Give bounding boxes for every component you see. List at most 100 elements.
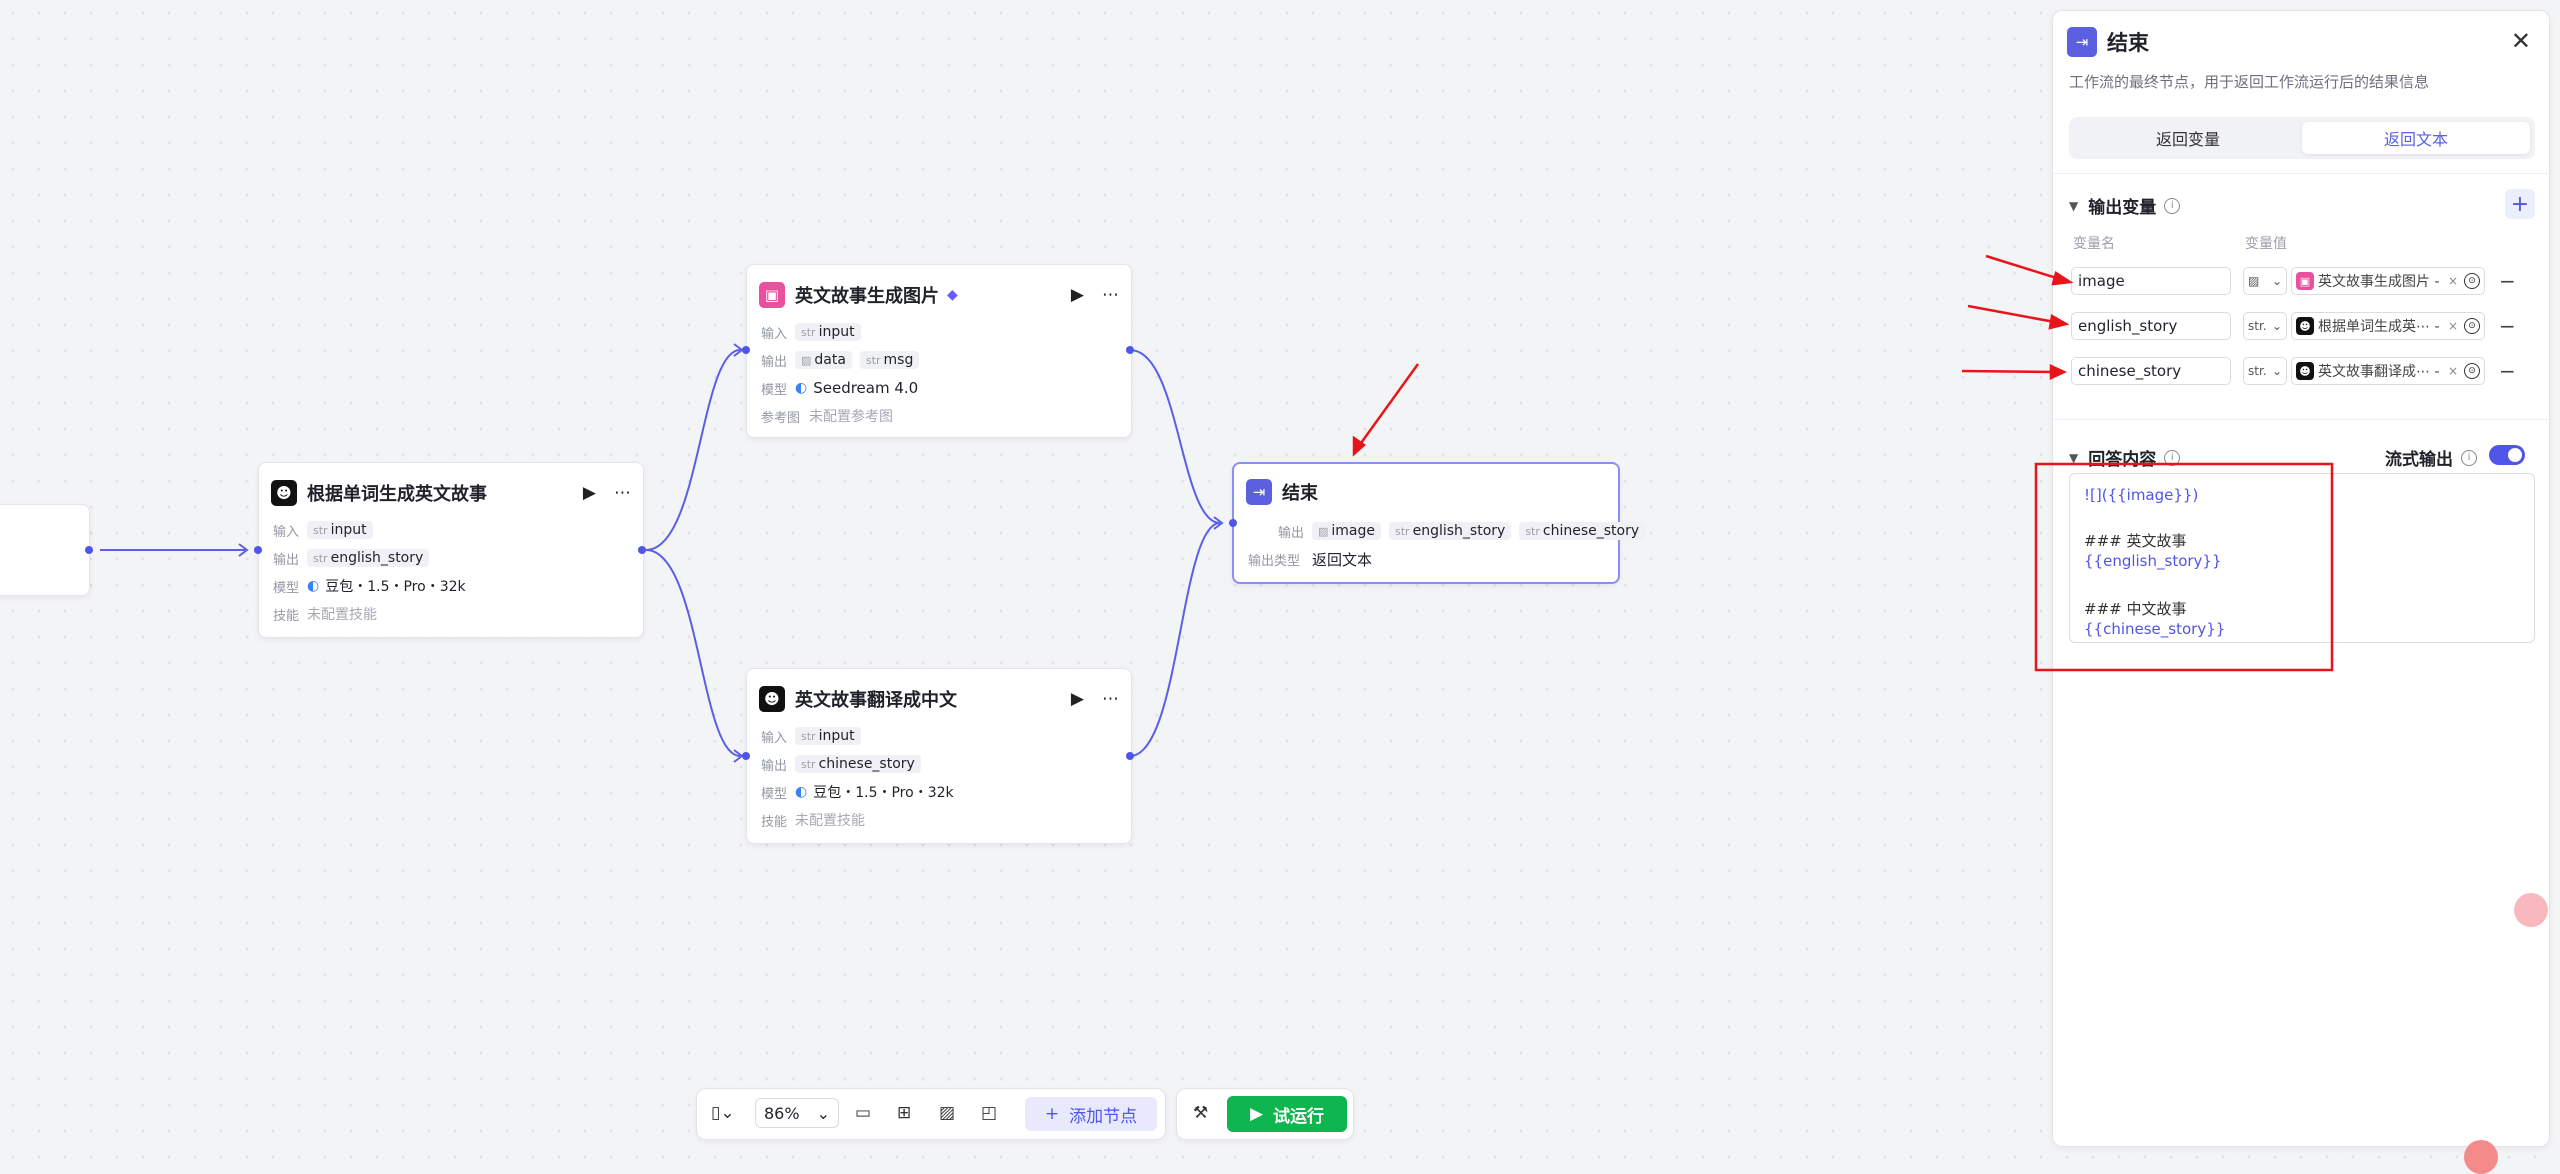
node-translate-in-port[interactable] xyxy=(742,752,750,760)
clear-icon[interactable]: × xyxy=(2447,364,2458,378)
model-name: Seedream 4.0 xyxy=(813,379,919,397)
debug-tools-icon[interactable]: ⚒ xyxy=(1193,1103,1209,1123)
canvas-toolbar: ▯⌄ 86%⌄ ▭ ⊞ ▨ ◰ +添加节点 xyxy=(696,1088,1166,1140)
skill-label: 技能 xyxy=(761,814,788,830)
plus-icon: + xyxy=(1044,1104,1060,1124)
divider xyxy=(2053,419,2549,420)
image-type-icon: ▨ xyxy=(1318,525,1329,538)
chevron-down-icon: ⌄ xyxy=(2271,274,2282,288)
chevron-down-icon: ▼ xyxy=(2069,450,2079,465)
premium-gem-icon: ◆ xyxy=(947,287,958,303)
stream-output-toggle[interactable] xyxy=(2489,445,2525,465)
clear-icon[interactable]: × xyxy=(2447,319,2458,333)
return-mode-tabs: 返回变量 返回文本 xyxy=(2069,117,2535,159)
node-generate-story-in-port[interactable] xyxy=(254,546,262,554)
seedream-icon: ◐ xyxy=(795,380,808,396)
var-ref-select[interactable]: ☻ 英文故事翻译成⋯ - × ⊙ xyxy=(2291,357,2485,385)
var-type-select[interactable]: str.⌄ xyxy=(2243,312,2287,340)
var-name-input[interactable]: chinese_story xyxy=(2071,357,2231,385)
bot-icon: ☻ xyxy=(2296,317,2314,335)
tab-return-text[interactable]: 返回文本 xyxy=(2302,122,2530,154)
start-node-partial[interactable] xyxy=(0,504,90,596)
more-icon[interactable]: ⋯ xyxy=(1102,285,1119,305)
output-vars-header[interactable]: ▼ 输出变量 i xyxy=(2069,193,2181,218)
node-generate-image-out-port[interactable] xyxy=(1126,346,1134,354)
run-node-icon[interactable]: ▶ xyxy=(1070,689,1084,709)
add-node-button[interactable]: +添加节点 xyxy=(1025,1097,1157,1131)
info-icon: i xyxy=(2164,197,2181,214)
input-label: 输入 xyxy=(761,730,788,746)
var-ref-select[interactable]: ☻ 根据单词生成英⋯ - × ⊙ xyxy=(2291,312,2485,340)
model-label: 模型 xyxy=(761,786,788,802)
layout-icon[interactable]: ⊞ xyxy=(897,1103,912,1123)
answer-editor[interactable]: ![]({{image}}) ### 英文故事 {{english_story}… xyxy=(2069,473,2535,643)
node-generate-image-in-port[interactable] xyxy=(742,346,750,354)
run-node-icon[interactable]: ▶ xyxy=(1070,285,1084,305)
test-run-button[interactable]: ▶试运行 xyxy=(1227,1096,1347,1132)
mascot-avatar[interactable] xyxy=(2464,1140,2498,1174)
mouse-mode-icon[interactable]: ▯⌄ xyxy=(711,1103,735,1123)
variable-picker-icon[interactable]: ⊙ xyxy=(2464,363,2480,379)
more-icon[interactable]: ⋯ xyxy=(1102,689,1119,709)
skill-value: 未配置技能 xyxy=(307,607,377,623)
end-icon: ⇥ xyxy=(2067,27,2097,57)
node-title: 英文故事生成图片 xyxy=(795,286,939,307)
variable-picker-icon[interactable]: ⊙ xyxy=(2464,273,2480,289)
run-node-icon[interactable]: ▶ xyxy=(582,483,596,503)
output-type-label: 输出类型 xyxy=(1248,553,1301,569)
start-node-port[interactable] xyxy=(85,546,93,554)
remove-variable-button[interactable]: − xyxy=(2499,269,2516,293)
node-translate-out-port[interactable] xyxy=(1126,752,1134,760)
fit-view-icon[interactable]: ◰ xyxy=(981,1103,998,1123)
stream-output-label: 流式输出 i xyxy=(2385,445,2477,470)
remove-variable-button[interactable]: − xyxy=(2499,359,2516,383)
zoom-select[interactable]: 86%⌄ xyxy=(755,1098,839,1128)
output-tag-data: ▨data xyxy=(795,351,852,369)
more-icon[interactable]: ⋯ xyxy=(614,483,631,503)
close-icon[interactable]: ✕ xyxy=(2510,27,2531,55)
add-variable-button[interactable]: + xyxy=(2505,189,2535,219)
clear-icon[interactable]: × xyxy=(2447,274,2458,288)
skill-value: 未配置技能 xyxy=(795,813,865,829)
col-var-name: 变量名 xyxy=(2073,236,2115,252)
end-node-panel: ⇥ 结束 ✕ 工作流的最终节点，用于返回工作流运行后的结果信息 返回变量 返回文… xyxy=(2052,10,2550,1147)
editor-line: ### 英文故事 xyxy=(2084,532,2187,550)
output-label: 输出 xyxy=(761,354,788,370)
var-type-select[interactable]: str.⌄ xyxy=(2243,357,2287,385)
tab-return-variables[interactable]: 返回变量 xyxy=(2155,130,2220,149)
minimap-icon[interactable]: ▨ xyxy=(939,1103,956,1123)
output-label: 输出 xyxy=(1277,525,1304,541)
node-end-in-port[interactable] xyxy=(1229,519,1237,527)
var-type-select[interactable]: ▨⌄ xyxy=(2243,267,2287,295)
panel-description: 工作流的最终节点，用于返回工作流运行后的结果信息 xyxy=(2069,73,2430,91)
image-icon: ▣ xyxy=(759,282,785,308)
var-ref-select[interactable]: ▣ 英文故事生成图片 - × ⊙ xyxy=(2291,267,2485,295)
node-title: 英文故事翻译成中文 xyxy=(795,690,957,711)
model-name: 豆包・1.5・Pro・32k xyxy=(325,579,466,595)
play-icon: ▶ xyxy=(1249,1104,1264,1124)
var-name-input[interactable]: english_story xyxy=(2071,312,2231,340)
doubao-icon: ◐ xyxy=(307,578,320,594)
image-type-icon: ▨ xyxy=(801,354,812,367)
editor-line: {{english_story}} xyxy=(2084,552,2222,570)
answer-content-header[interactable]: ▼ 回答内容 i xyxy=(2069,445,2181,470)
variable-picker-icon[interactable]: ⊙ xyxy=(2464,318,2480,334)
assistant-avatar[interactable] xyxy=(2514,893,2548,927)
chevron-down-icon: ▼ xyxy=(2069,198,2079,213)
var-name-input[interactable]: image xyxy=(2071,267,2231,295)
bot-icon: ☻ xyxy=(2296,362,2314,380)
node-generate-story-out-port[interactable] xyxy=(638,546,646,554)
comment-icon[interactable]: ▭ xyxy=(855,1103,872,1123)
remove-variable-button[interactable]: − xyxy=(2499,314,2516,338)
out-tag-image: ▨image xyxy=(1312,522,1382,540)
col-var-value: 变量值 xyxy=(2245,236,2287,252)
